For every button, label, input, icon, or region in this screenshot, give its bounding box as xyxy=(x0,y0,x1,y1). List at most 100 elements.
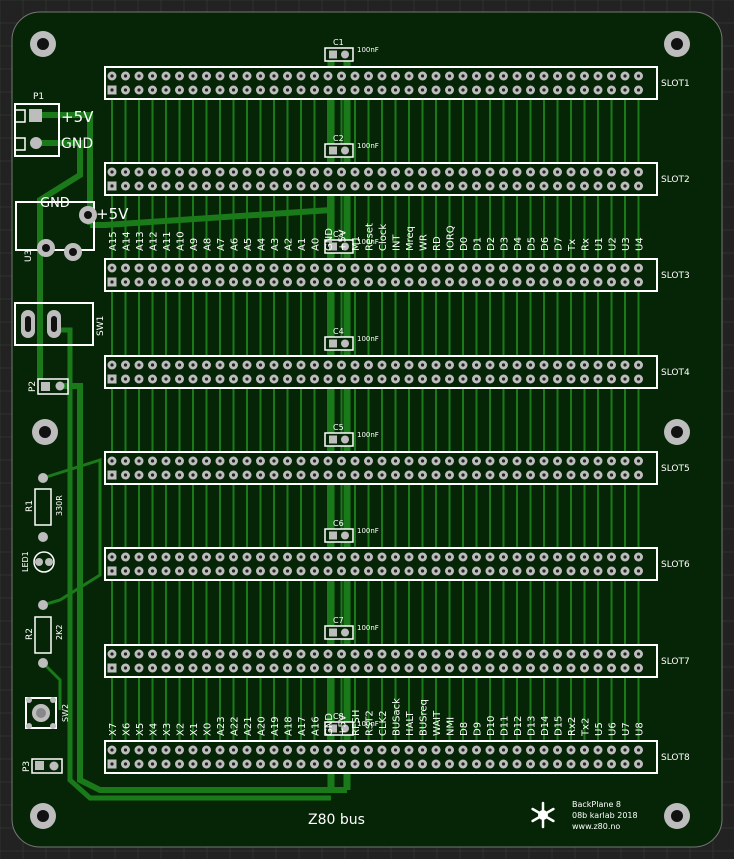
p3-ref: P3 xyxy=(22,761,32,772)
bottom-signal-label: A16 xyxy=(311,716,322,736)
top-signal-label: A0 xyxy=(311,238,322,251)
regulator-5v-label: +5V xyxy=(96,205,129,223)
credit-line-2: 08b karlab 2018 xyxy=(572,811,638,820)
bottom-signal-label: A21 xyxy=(243,716,254,736)
capacitor-ref: C8 xyxy=(333,712,344,721)
resistor-r2: R2 2K2 xyxy=(25,600,64,668)
top-signal-label: A13 xyxy=(135,231,146,251)
bottom-signal-label: A22 xyxy=(230,716,241,736)
led1-ref: LED1 xyxy=(21,551,30,572)
capacitor-ref: C4 xyxy=(333,327,344,336)
capacitor: C6 100nF xyxy=(324,519,379,543)
top-signal-label: Mreq xyxy=(405,226,416,251)
top-signal-label: A12 xyxy=(149,231,160,251)
switch-sw1: SW1 xyxy=(14,302,106,346)
slot-connector: SLOT5 xyxy=(104,451,690,485)
slot-label: SLOT7 xyxy=(661,657,690,667)
capacitor-value: 100nF xyxy=(357,720,379,728)
top-signal-label: A15 xyxy=(108,231,119,251)
p1-ref: P1 xyxy=(33,92,44,102)
top-signal-label: A5 xyxy=(243,238,254,251)
top-signal-label: D0 xyxy=(459,237,470,251)
capacitor-value: 100nF xyxy=(357,46,379,54)
top-signal-label: Tx xyxy=(567,239,578,252)
bottom-signal-label: X6 xyxy=(122,723,133,736)
bottom-signal-label: A20 xyxy=(257,716,268,736)
snowflake-logo-icon xyxy=(531,801,555,829)
bottom-signal-label: X0 xyxy=(203,723,214,736)
button-sw2: SW2 xyxy=(25,697,70,729)
top-signal-label: WR xyxy=(419,234,430,251)
p1-pin2-label: GND xyxy=(61,136,93,152)
top-signal-label: Clock xyxy=(378,224,389,251)
slot-connector: SLOT6 xyxy=(104,547,690,581)
top-signal-label: Reset xyxy=(365,223,376,251)
bottom-signal-label: X2 xyxy=(176,723,187,736)
capacitor-ref: C3 xyxy=(333,230,344,239)
bottom-signal-label: A18 xyxy=(284,716,295,736)
top-signal-label: A4 xyxy=(257,238,268,251)
bottom-signal-label: D10 xyxy=(486,716,497,736)
bottom-signal-label: NMI xyxy=(446,717,457,736)
capacitor-value: 100nF xyxy=(357,142,379,150)
top-signal-label: D5 xyxy=(527,237,538,251)
slot-label: SLOT3 xyxy=(661,271,690,281)
r1-ref: R1 xyxy=(25,500,35,512)
capacitor-ref: C7 xyxy=(333,616,344,625)
slot-connector: SLOT2 xyxy=(104,162,690,196)
bottom-signal-label: X5 xyxy=(135,723,146,736)
bottom-signal-label: X7 xyxy=(108,723,119,736)
top-signal-label: GND xyxy=(324,228,335,251)
top-signal-label: A11 xyxy=(162,231,173,251)
top-signal-label: INT xyxy=(392,234,403,251)
capacitor-ref: C6 xyxy=(333,519,344,528)
top-signal-label: A7 xyxy=(216,238,227,251)
capacitor-value: 100nF xyxy=(357,238,379,246)
top-signal-label: A1 xyxy=(297,238,308,251)
jumper-p3: P3 xyxy=(22,758,63,774)
bottom-signal-label: GND xyxy=(324,713,335,736)
slot-connector: SLOT7 xyxy=(104,644,690,678)
bottom-signal-label: BUSreq xyxy=(419,699,430,736)
bottom-signal-label: +5V xyxy=(338,714,349,736)
bottom-signal-label: D15 xyxy=(554,716,565,736)
top-signal-label: RD xyxy=(432,236,443,251)
bottom-signal-label: Rx2 xyxy=(567,717,578,736)
sw2-ref: SW2 xyxy=(61,704,70,722)
top-signal-label: Rx xyxy=(581,238,592,251)
r1-value: 330R xyxy=(55,495,64,516)
slot-label: SLOT5 xyxy=(661,464,690,474)
bottom-signal-label: D12 xyxy=(513,716,524,736)
capacitor-value: 100nF xyxy=(357,527,379,535)
board-title: Z80 bus xyxy=(308,812,365,828)
bottom-signal-label: X3 xyxy=(162,723,173,736)
bottom-signal-label: A17 xyxy=(297,716,308,736)
capacitor-ref: C2 xyxy=(333,134,344,143)
bottom-signal-label: Tx2 xyxy=(581,718,592,737)
bottom-signal-label: D8 xyxy=(459,722,470,736)
top-signal-label: A2 xyxy=(284,238,295,251)
top-signal-label: D7 xyxy=(554,237,565,251)
capacitor-ref: C1 xyxy=(333,38,344,47)
top-signal-label: A8 xyxy=(203,238,214,251)
power-connector-p1: P1 +5V GND xyxy=(14,92,94,157)
capacitor: C1 100nF xyxy=(324,38,379,62)
regulator-u3: GND +5V U3 xyxy=(15,196,129,262)
top-signal-label: D1 xyxy=(473,237,484,251)
bottom-signal-label: BUSack xyxy=(392,698,403,736)
top-signal-label: A10 xyxy=(176,231,187,251)
bottom-signal-label: U8 xyxy=(635,722,646,736)
top-signal-label: A14 xyxy=(122,231,133,251)
slot-label: SLOT8 xyxy=(661,753,690,763)
bottom-signal-label: D9 xyxy=(473,722,484,736)
credit-line-1: BackPlane 8 xyxy=(572,800,621,809)
regulator-ref: U3 xyxy=(24,250,34,262)
jumper-p2: P2 xyxy=(28,378,69,395)
slot-label: SLOT6 xyxy=(661,560,690,570)
top-signal-label: U3 xyxy=(621,237,632,251)
top-signal-label: M1 xyxy=(351,236,362,251)
